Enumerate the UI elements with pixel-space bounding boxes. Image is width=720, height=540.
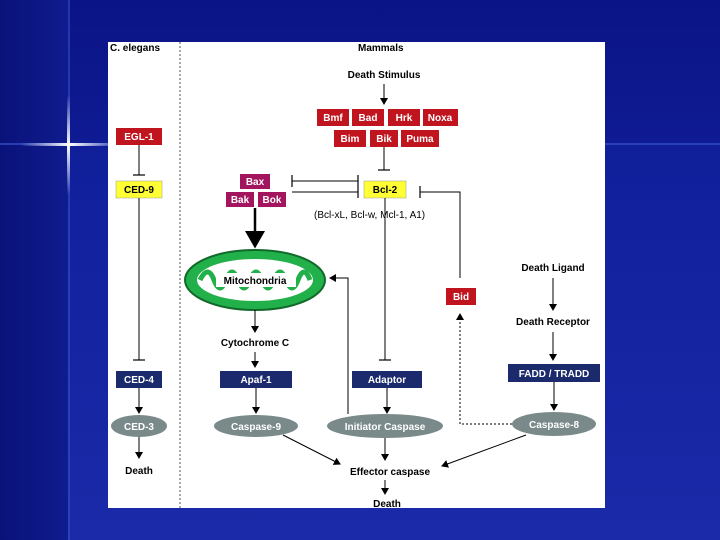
initiator-caspase-oval: Initiator Caspase <box>327 414 443 438</box>
bh3-noxa-box: Noxa <box>423 109 458 126</box>
mitochondria-organelle: Mitochondria <box>184 249 326 311</box>
caspase9-label: Caspase-9 <box>231 422 281 433</box>
bak-label: Bak <box>231 195 250 206</box>
caspase8-label: Caspase-8 <box>529 420 579 431</box>
initiator-caspase-label: Initiator Caspase <box>345 422 426 433</box>
bcl2-box: Bcl-2 <box>363 180 407 199</box>
ced3-oval: CED-3 <box>111 415 167 437</box>
bh3-row2-item: Bim <box>341 134 360 145</box>
adaptor-label: Adaptor <box>368 375 406 386</box>
bh3-bim-box: Bim <box>334 130 366 147</box>
caspase9-oval: Caspase-9 <box>214 415 298 437</box>
celegans-death-label: Death <box>125 466 153 477</box>
bok-label: Bok <box>263 195 282 206</box>
ced4-label: CED-4 <box>124 375 154 386</box>
adaptor-box: Adaptor <box>352 371 422 388</box>
effector-caspase-label: Effector caspase <box>350 467 430 478</box>
death-receptor-label: Death Receptor <box>516 317 590 328</box>
ced9-box: CED-9 <box>115 180 163 199</box>
mitochondria-cristae <box>197 269 313 291</box>
bh3-hrk-box: Hrk <box>388 109 420 126</box>
slide-left-band <box>0 0 68 540</box>
bid-box: Bid <box>446 288 476 305</box>
fadd-tradd-box: FADD / TRADD <box>508 364 600 382</box>
casp8-to-effector-arrow <box>441 434 527 468</box>
bcl2-label: Bcl-2 <box>373 185 398 196</box>
mammals-header: Mammals <box>358 43 404 54</box>
apaf1-label: Apaf-1 <box>240 375 272 386</box>
bh3-bad-box: Bad <box>352 109 384 126</box>
bh3-row1-item: Bmf <box>323 113 343 124</box>
initiator-to-mito-arrow <box>329 274 349 414</box>
mammals-death-label: Death <box>373 499 401 508</box>
apaf1-box: Apaf-1 <box>220 371 292 388</box>
bh3-row2-item: Puma <box>406 134 434 145</box>
death-stimulus-label: Death Stimulus <box>348 70 421 81</box>
death-ligand-label: Death Ligand <box>521 263 584 274</box>
bax-box: Bax <box>240 174 270 189</box>
ced4-box: CED-4 <box>116 371 162 388</box>
bh3-row1-item: Hrk <box>396 113 413 124</box>
egl1-label: EGL-1 <box>124 132 154 143</box>
bh3-row1-item: Noxa <box>428 113 453 124</box>
bh3-row1-item: Bad <box>359 113 378 124</box>
bax-label: Bax <box>246 177 265 188</box>
fadd-tradd-label: FADD / TRADD <box>519 369 590 380</box>
bak-box: Bak <box>226 192 254 207</box>
casp9-to-effector-arrow <box>282 434 341 465</box>
pathway-diagram: C. elegans Mammals EGL-1 CED-9 CED-4 CED… <box>110 42 600 508</box>
bcl2-family-label: (Bcl-xL, Bcl-w, Mcl-1, A1) <box>314 210 425 221</box>
celegans-header: C. elegans <box>110 43 160 54</box>
bh3-bik-box: Bik <box>370 130 398 147</box>
bid-inhibit-bcl2-line <box>420 191 461 278</box>
bid-label: Bid <box>453 292 469 303</box>
mitochondria-label: Mitochondria <box>224 276 287 287</box>
caspase8-oval: Caspase-8 <box>512 412 596 436</box>
ced3-label: CED-3 <box>124 422 154 433</box>
bh3-bmf-box: Bmf <box>317 109 349 126</box>
ced9-label: CED-9 <box>124 185 154 196</box>
bh3-row2-item: Bik <box>376 134 392 145</box>
apoptosis-pathway-figure: C. elegans Mammals EGL-1 CED-9 CED-4 CED… <box>108 42 605 508</box>
casp8-to-bid-dotted-arrow <box>456 313 512 425</box>
cytochrome-c-label: Cytochrome C <box>221 338 289 349</box>
bh3-puma-box: Puma <box>401 130 439 147</box>
bok-box: Bok <box>258 192 286 207</box>
egl1-box: EGL-1 <box>116 128 162 145</box>
